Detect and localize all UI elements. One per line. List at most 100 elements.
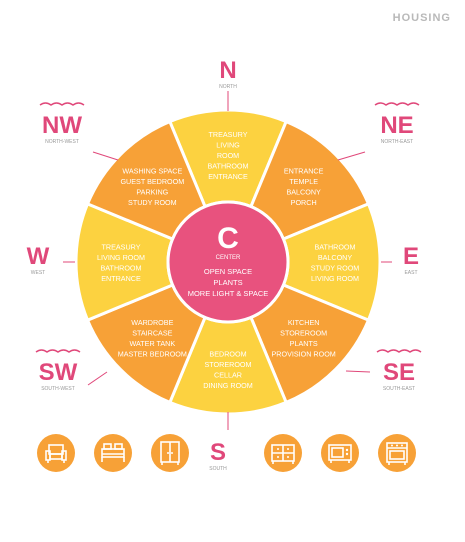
wedge-item: KITCHEN xyxy=(288,318,320,327)
oven-knob xyxy=(391,444,393,447)
direction-name: SOUTH-EAST xyxy=(383,386,415,392)
oven-door xyxy=(389,450,405,460)
wardrobe-icon xyxy=(151,434,189,472)
wedge-item: WARDROBE xyxy=(131,318,173,327)
oven-knob xyxy=(396,444,398,447)
wedge-item: STUDY ROOM xyxy=(311,263,360,272)
center-line: MORE LIGHT & SPACE xyxy=(188,289,269,298)
bed-pillow xyxy=(114,443,123,450)
direction-name: NORTH-EAST xyxy=(381,139,413,145)
cabinet-knob xyxy=(277,448,279,450)
wedge-item: LIVING ROOM xyxy=(311,274,359,283)
direction-abbr: NE xyxy=(380,112,413,139)
wedge-item: BATHROOM xyxy=(101,263,142,272)
oven-icon xyxy=(378,434,416,472)
center-label: CENTER xyxy=(216,255,241,261)
center-circle xyxy=(166,200,290,324)
direction-abbr: N xyxy=(219,57,236,84)
oven-legs xyxy=(388,462,406,465)
wardrobe-knob xyxy=(167,452,169,454)
wedge-item: BALCONY xyxy=(318,253,353,262)
center-line: OPEN SPACE xyxy=(204,267,252,276)
center-letter: C xyxy=(217,222,239,255)
cabinet-knob xyxy=(287,456,289,458)
icon-badge xyxy=(378,434,416,472)
wedge-item: LIVING ROOM xyxy=(97,253,145,262)
wedge-item: TEMPLE xyxy=(289,177,318,186)
oven-knob xyxy=(401,444,403,447)
wedge-item: BEDROOM xyxy=(209,349,246,358)
wedge-item: PROVISION ROOM xyxy=(272,349,336,358)
wedge-item: PLANTS xyxy=(290,339,318,348)
direction-name: SOUTH xyxy=(209,466,227,472)
wedge-item: ENTRANCE xyxy=(208,172,248,181)
brand-logo: HOUSING xyxy=(392,12,451,24)
microwave-icon xyxy=(321,434,359,472)
direction-connector xyxy=(87,371,108,386)
direction-name: WEST xyxy=(31,270,45,276)
wedge-item: WATER TANK xyxy=(130,339,176,348)
wedge-item: TREASURY xyxy=(208,130,247,139)
direction-abbr: E xyxy=(403,243,419,270)
direction-abbr: W xyxy=(27,243,50,270)
wedge-item: CELLAR xyxy=(214,370,242,379)
wedge-item: WASHING SPACE xyxy=(122,167,182,176)
wave-ornament xyxy=(376,349,422,353)
wardrobe-knob xyxy=(171,452,173,454)
bed-pillow xyxy=(103,443,112,450)
direction-name: SOUTH-WEST xyxy=(41,386,75,392)
direction-name: NORTH xyxy=(219,84,237,90)
wedge-item: STOREROOM xyxy=(280,328,327,337)
bed-frame xyxy=(101,448,125,458)
cabinet-legs xyxy=(272,461,294,464)
wedge-item: BATHROOM xyxy=(315,242,356,251)
oven-body xyxy=(386,442,408,463)
chair-seat xyxy=(49,453,63,460)
microwave-knob xyxy=(345,448,349,452)
wedge-item: STOREROOM xyxy=(205,360,252,369)
bed-legs xyxy=(101,453,125,462)
bed-icon xyxy=(94,434,132,472)
icon-badge xyxy=(321,434,359,472)
direction-connector xyxy=(345,370,371,373)
wedge-item: GUEST BEDROOM xyxy=(120,177,184,186)
wave-ornament xyxy=(35,349,81,353)
cabinet-knob xyxy=(277,456,279,458)
direction-name: NORTH-WEST xyxy=(45,139,79,145)
wedge-item: MASTER BEDROOM xyxy=(118,349,187,358)
icon-badge xyxy=(94,434,132,472)
microwave-window xyxy=(331,447,344,458)
wedge-item: TREASURY xyxy=(101,242,140,251)
wedge-item: PARKING xyxy=(136,188,168,197)
wardrobe-legs xyxy=(161,462,179,465)
icon-badge xyxy=(37,434,75,472)
direction-abbr: S xyxy=(210,439,226,466)
wedge-item: STUDY ROOM xyxy=(128,198,177,207)
microwave-knob xyxy=(345,452,349,456)
direction-abbr: SE xyxy=(383,359,415,386)
wedge-item: ENTRANCE xyxy=(101,274,141,283)
direction-connector xyxy=(337,151,366,161)
center-line: PLANTS xyxy=(213,278,242,287)
direction-name: EAST xyxy=(404,270,417,276)
wedge-item: STAIRCASE xyxy=(132,328,172,337)
direction-connector xyxy=(92,151,119,161)
wave-ornament xyxy=(374,102,420,106)
armchair-icon xyxy=(37,434,75,472)
